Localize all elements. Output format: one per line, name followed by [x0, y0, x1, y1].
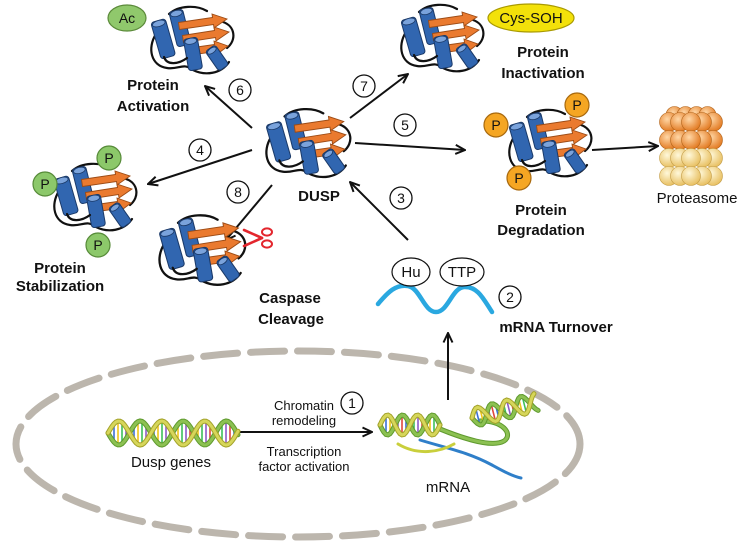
phospho-badge-label: P: [104, 150, 113, 166]
step-badge-5: 5: [393, 113, 417, 137]
step-number: 3: [397, 190, 405, 206]
proteasome-icon: [659, 106, 723, 186]
step-badge-4: 4: [188, 138, 212, 162]
mrna-strand: [470, 392, 536, 424]
inactivation-label-line2: Inactivation: [501, 65, 584, 82]
arrow-dusp-to-inactivation: [349, 74, 408, 119]
ttp-label: TTP: [448, 264, 476, 281]
caspase-cleavage-node: Caspase Cleavage: [157, 214, 324, 328]
mrna-base-pair: [490, 403, 497, 422]
degradation-label-line2: Degradation: [497, 222, 585, 239]
transcription-label: Transcription: [267, 444, 342, 459]
mrna-strand: [378, 413, 442, 437]
step-badge-3: 3: [389, 186, 413, 210]
phospho-badge-label: P: [40, 176, 49, 192]
protein-inactivation-node: Cys-SOH Protein Inactivation: [399, 3, 585, 82]
caspase-label-line1: Caspase: [259, 290, 321, 307]
arrow-dusp-to-activation: [205, 86, 253, 129]
step-number: 7: [360, 78, 368, 94]
stabilization-label-line2: Stabilization: [16, 278, 104, 295]
phospho-badge-label: P: [491, 117, 500, 133]
acetyl-badge-label: Ac: [119, 10, 135, 26]
mrna-turnover-label: mRNA Turnover: [499, 319, 613, 336]
mrna-strand: [470, 395, 540, 427]
proteasome-subunit: [681, 148, 701, 168]
protein-inactivation-structure: [399, 3, 485, 73]
transcription-arrow-labels: Chromatin remodeling Transcription facto…: [258, 398, 349, 474]
step-badge-2: 2: [498, 285, 522, 309]
proteasome-subunit: [681, 112, 701, 132]
mrna-turnover-node: Hu TTP mRNA Turnover: [375, 257, 613, 336]
proteasome-subunit: [681, 130, 701, 150]
proteasome-label: Proteasome: [657, 190, 738, 207]
gene-dna-strand: [106, 419, 240, 447]
dna-double-helix: [105, 418, 241, 448]
mrna-helix-segment: [469, 391, 541, 428]
caspase-protein-structure: [157, 214, 247, 286]
phospho-badge: [96, 145, 122, 171]
mrna-loop-ribbon: [396, 442, 456, 453]
chromatin-label: Chromatin: [274, 398, 334, 413]
proteasome-node: Proteasome: [657, 106, 738, 207]
mrna-loop-ribbon: [438, 419, 510, 445]
step-number: 2: [506, 289, 514, 305]
activation-label-line2: Activation: [117, 98, 190, 115]
step-number: 8: [234, 184, 242, 200]
protein-stabilization-structure: [52, 162, 138, 232]
hu-protein: [391, 257, 431, 287]
protein-activation-structure: [149, 5, 235, 75]
arrow-degradation-to-proteasome: [591, 146, 658, 150]
step-number: 1: [348, 395, 356, 411]
step-number: 5: [401, 117, 409, 133]
protein-degradation-node: P P P Protein Degradation: [483, 92, 593, 239]
factor-activation-label: factor activation: [258, 459, 349, 474]
inactivation-label-line1: Protein: [517, 44, 569, 61]
step-number: 4: [196, 142, 204, 158]
mrna-wave: [375, 283, 495, 315]
phospho-badge: [506, 165, 532, 191]
dusp-genes-node: Dusp genes: [105, 418, 241, 471]
step-badge-7: 7: [352, 74, 376, 98]
cys-soh-badge: [487, 3, 575, 33]
phospho-badge: [564, 92, 590, 118]
step-number: 6: [236, 82, 244, 98]
nucleus-outline: [12, 347, 584, 541]
phospho-badge-label: P: [572, 97, 581, 113]
dusp-node: DUSP: [264, 107, 352, 205]
cys-soh-badge-label: Cys-SOH: [499, 10, 562, 27]
arrow-turnover-to-dusp: [350, 182, 409, 241]
dusp-structure: [264, 107, 352, 179]
mrna-node: mRNA: [377, 391, 541, 496]
mrna-tail-strand: [418, 438, 523, 480]
mrna-helix-segment: [377, 412, 443, 438]
arrow-dusp-to-stabilization: [148, 149, 253, 184]
mrna-label: mRNA: [426, 479, 470, 496]
stabilization-label-line1: Protein: [34, 260, 86, 277]
protein-stabilization-node: P P P Protein Stabilization: [16, 145, 138, 295]
arrow-dusp-to-degradation: [354, 142, 465, 150]
protein-activation-node: Ac Protein Activation: [107, 4, 235, 115]
phospho-badge: [483, 112, 509, 138]
dusp-label: DUSP: [298, 188, 340, 205]
ttp-protein: [439, 257, 485, 287]
remodeling-label: remodeling: [272, 413, 336, 428]
step-badges: 6 7 5 4 8 3 2 1: [188, 74, 522, 415]
scissors-icon: [242, 227, 273, 249]
phospho-badge-label: P: [93, 237, 102, 253]
proteasome-subunit: [681, 166, 701, 186]
activation-label-line1: Protein: [127, 77, 179, 94]
step-badge-8: 8: [226, 180, 250, 204]
mrna-base-pair: [505, 399, 512, 418]
acetyl-badge: [107, 4, 147, 32]
degradation-label-line1: Protein: [515, 202, 567, 219]
hu-label: Hu: [401, 264, 420, 281]
phospho-badge-label: P: [514, 170, 523, 186]
phospho-badge: [85, 232, 111, 258]
caspase-label-line2: Cleavage: [258, 311, 324, 328]
phospho-badge: [32, 171, 58, 197]
step-badge-6: 6: [228, 78, 252, 102]
dusp-genes-label: Dusp genes: [131, 454, 211, 471]
step-badge-1: 1: [340, 391, 364, 415]
